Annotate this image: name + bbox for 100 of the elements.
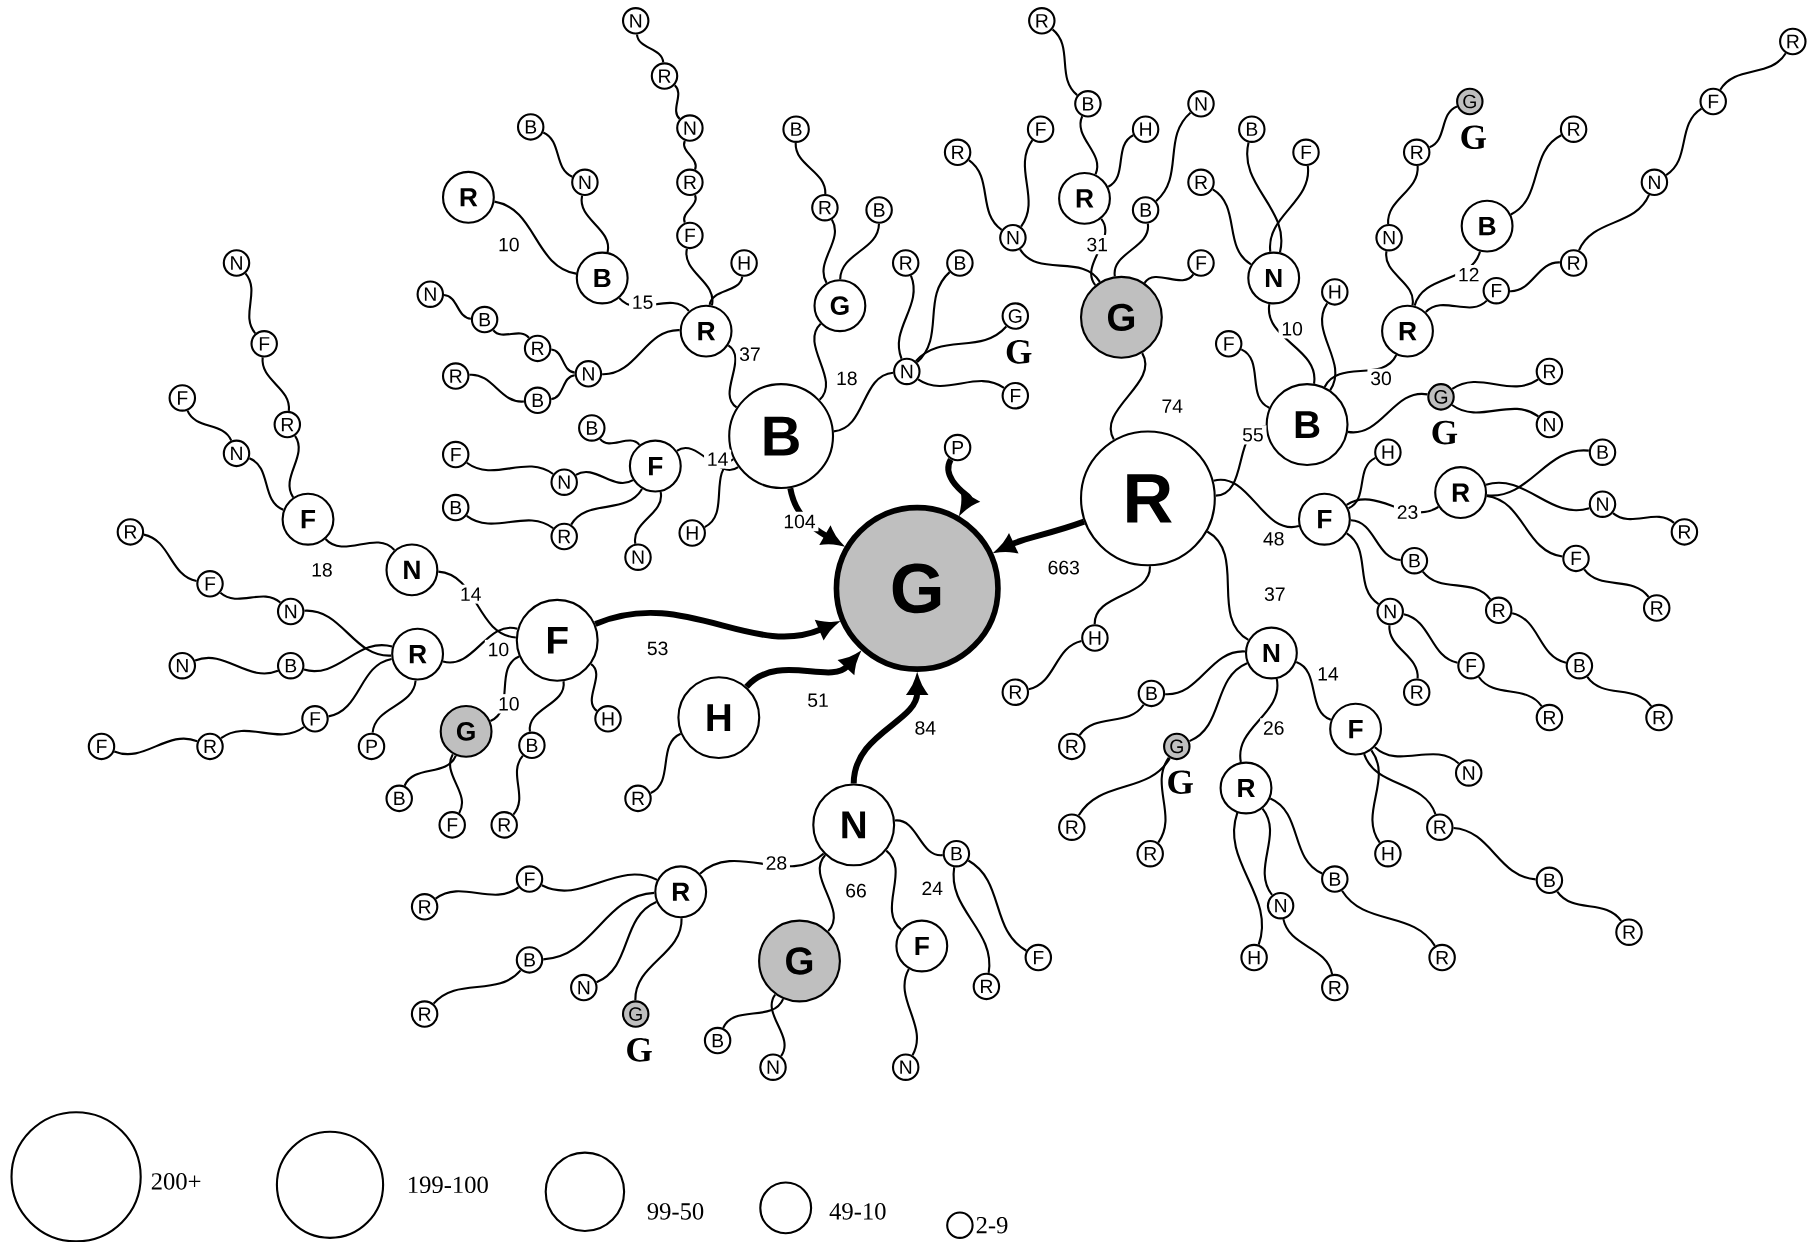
- circle-node: R: [1402, 138, 1431, 166]
- connector-line: [1113, 223, 1149, 277]
- connector-line: [143, 533, 197, 582]
- connector-line: [1268, 303, 1316, 384]
- circle-node: B: [1588, 438, 1617, 466]
- circle-node: N: [1375, 223, 1403, 252]
- circle-node: B: [470, 305, 499, 334]
- circle-node: G: [758, 919, 841, 1003]
- connector-line: [1346, 532, 1380, 605]
- circle-node: G: [1001, 302, 1030, 330]
- circle-node: R: [1058, 732, 1086, 760]
- circle-node: B: [703, 1026, 732, 1055]
- circle-node: H: [594, 704, 622, 733]
- connector-line: [492, 329, 530, 339]
- circle-node: R: [1219, 761, 1273, 815]
- circle-node: R: [1428, 943, 1456, 972]
- circle-node: R: [391, 627, 445, 681]
- connector-line: [1510, 134, 1562, 216]
- legend-entry: 99-50: [544, 1151, 704, 1232]
- connector-line: [442, 626, 518, 664]
- connector-line: [1583, 568, 1650, 598]
- connector-line: [1239, 678, 1279, 762]
- edge-label: 15: [629, 292, 657, 312]
- circle-node: R: [1434, 465, 1488, 519]
- letter-label: G: [627, 1037, 652, 1062]
- edge-label: 31: [1083, 234, 1111, 254]
- circle-node: N: [624, 543, 652, 571]
- circle-node: R: [1642, 594, 1671, 622]
- circle-node: R: [441, 362, 470, 390]
- circle-node: N: [416, 280, 445, 308]
- connector-line: [822, 218, 836, 284]
- circle-node: F: [1026, 115, 1055, 143]
- circle-node: R: [1559, 115, 1588, 143]
- connector-line: [1451, 378, 1539, 390]
- connector-line: [1422, 570, 1492, 600]
- connector-line: [1486, 494, 1563, 558]
- circle-node: F: [1024, 943, 1053, 972]
- connector-line: [683, 194, 697, 223]
- connector-line: [303, 643, 393, 672]
- connector-line: [1374, 746, 1460, 765]
- connector-line: [708, 276, 744, 305]
- circle-node: G: [621, 1000, 650, 1028]
- circle-node: R: [943, 138, 972, 166]
- connector-line: [449, 753, 463, 814]
- circle-node: R: [410, 892, 439, 921]
- circle-node: N: [1588, 490, 1617, 518]
- connector-line: [722, 998, 784, 1029]
- circle-node: B: [276, 651, 305, 680]
- connector-line: [1155, 111, 1192, 202]
- connector-line: [1093, 565, 1152, 625]
- circle-node: N: [168, 651, 197, 680]
- connector-line: [1363, 753, 1437, 815]
- connector-line: [1269, 165, 1309, 252]
- connector-line: [1719, 52, 1787, 91]
- edge-label: 14: [704, 449, 732, 469]
- circle-node: H: [1321, 277, 1349, 306]
- circle-node: N: [1266, 891, 1295, 920]
- connector-line: [1028, 639, 1082, 691]
- edge-label: 10: [495, 693, 523, 714]
- circle-node: F: [1001, 381, 1030, 410]
- connector-line: [1370, 749, 1381, 843]
- edge-label: 14: [457, 584, 485, 604]
- connector-line: [220, 725, 305, 739]
- circle-node: B: [1074, 89, 1102, 118]
- circle-node: N: [621, 6, 650, 35]
- connector-line: [794, 142, 827, 194]
- connector-line: [704, 458, 735, 528]
- circle-node: R: [410, 1000, 439, 1028]
- edge-label: 26: [1260, 718, 1288, 738]
- connector-line: [1213, 478, 1299, 528]
- connector-line: [885, 849, 902, 930]
- connector-line: [512, 754, 524, 815]
- circle-node: B: [942, 839, 971, 868]
- circle-node: F: [1329, 702, 1383, 756]
- connector-line: [634, 917, 683, 1001]
- connector-line: [1385, 250, 1414, 305]
- connector-line: [1453, 826, 1536, 881]
- connector-line: [813, 322, 827, 401]
- edge-label: 10: [1278, 318, 1306, 339]
- connector-line: [469, 373, 524, 403]
- circle-node: R: [1079, 430, 1216, 567]
- circle-node: F: [168, 384, 197, 412]
- connector-line: [1051, 28, 1078, 96]
- connector-line: [541, 873, 658, 892]
- connector-line: [952, 866, 991, 973]
- circle-node: R: [676, 168, 704, 196]
- connector-line: [1107, 134, 1134, 188]
- circle-node: G: [1427, 382, 1455, 411]
- connector-line: [1077, 757, 1171, 816]
- connector-line: [186, 409, 233, 441]
- circle-node: H: [1374, 438, 1402, 466]
- edge-label: 74: [1158, 396, 1186, 416]
- connector-line: [1451, 403, 1539, 418]
- circle-node: R: [1028, 6, 1056, 35]
- circle-node: N: [222, 439, 251, 467]
- circle-node: R: [441, 170, 495, 224]
- connector-line: [1341, 889, 1436, 947]
- circle-node: R: [1381, 304, 1434, 358]
- circle-node: R: [1535, 703, 1564, 732]
- circle-node: B: [516, 112, 545, 141]
